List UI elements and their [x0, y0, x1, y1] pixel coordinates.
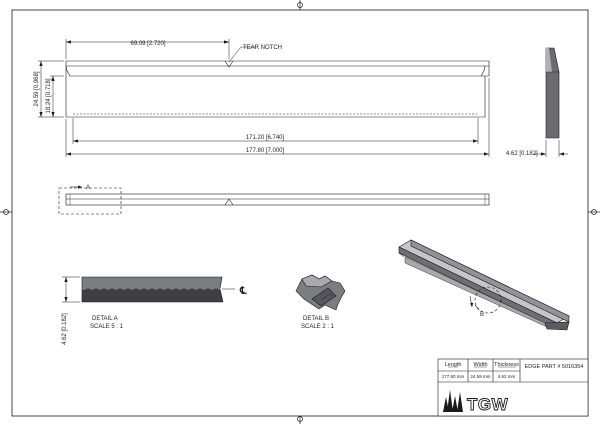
front-view — [65, 60, 490, 118]
dim-inner-height: 18.24 [0.718] — [46, 78, 52, 113]
logo-text: TGW — [467, 395, 509, 414]
top-view — [58, 187, 490, 215]
side-profile-view — [545, 47, 560, 139]
detail-a-view — [81, 276, 235, 303]
detail-a-dimension — [62, 276, 80, 303]
front-view-dimensions — [38, 39, 490, 157]
section-a-label: A — [86, 185, 90, 191]
dim-overall-length: 177.80 [7.000] — [246, 148, 285, 154]
title-block-thickness-header: Thickness — [494, 362, 519, 368]
section-a-marker — [70, 185, 82, 189]
detail-a-scale: SCALE 5 : 1 — [90, 324, 124, 330]
detail-b-callout — [474, 286, 502, 314]
title-block-part-number: EDGE PART # 5016354 — [525, 364, 584, 370]
dim-thickness: 4.62 [0.182] — [506, 151, 538, 157]
tear-notch-label: TEAR NOTCH — [243, 45, 282, 51]
title-block-width-header: Width — [473, 362, 487, 368]
detail-b-view — [295, 274, 346, 311]
logo-flame-icon — [443, 390, 463, 412]
dim-thickness-detail: 4.62 [0.182] — [62, 313, 68, 345]
tgw-logo: TGW — [441, 387, 516, 414]
title-block-width-value: 24.59 mm — [470, 374, 490, 379]
detail-a-title: DETAIL A — [92, 316, 118, 322]
centerline-symbol: ℄ — [239, 286, 247, 297]
detail-b-scale: SCALE 2 : 1 — [301, 324, 335, 330]
detail-b-title: DETAIL B — [303, 316, 329, 322]
title-block-thickness-value: 4.62 mm — [498, 374, 516, 379]
detail-a-callout-box — [58, 187, 122, 215]
dim-overall-height: 24.59 [0.968] — [34, 71, 40, 106]
title-block-length-header: Length — [445, 362, 462, 368]
dim-inner-length: 171.20 [6.740] — [246, 135, 285, 141]
side-profile-dimension — [534, 140, 568, 157]
isometric-view — [398, 239, 570, 331]
detail-b-marker — [469, 295, 474, 308]
dim-tear-notch-distance: 69.09 [2.720] — [130, 41, 165, 47]
detail-b-label: B — [480, 312, 484, 318]
title-block-length-value: 177.80 mm — [442, 374, 465, 379]
